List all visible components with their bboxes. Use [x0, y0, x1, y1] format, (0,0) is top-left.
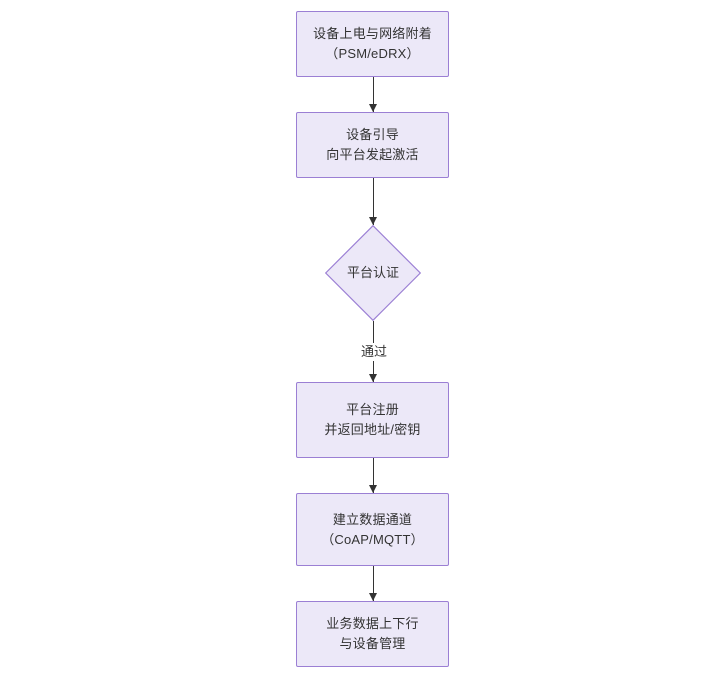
node-platform-registration[interactable]: 平台注册 并返回地址/密钥 [296, 382, 449, 458]
arrow-head-icon [369, 374, 377, 382]
node-label: 设备上电与网络附着 （PSM/eDRX） [313, 26, 432, 61]
node-data-channel[interactable]: 建立数据通道 （CoAP/MQTT） [296, 493, 449, 566]
connector-line [373, 566, 374, 601]
arrow-head-icon [369, 217, 377, 225]
edge-label-pass: 通过 [358, 343, 390, 361]
node-device-bootstrap[interactable]: 设备引导 向平台发起激活 [296, 112, 449, 178]
node-label: 平台认证 [346, 265, 399, 280]
node-business-data[interactable]: 业务数据上下行 与设备管理 [296, 601, 449, 667]
diamond-shape-icon [325, 225, 421, 321]
arrow-head-icon [369, 104, 377, 112]
node-label: 设备引导 向平台发起激活 [326, 127, 419, 162]
arrow-head-icon [369, 485, 377, 493]
node-label: 建立数据通道 （CoAP/MQTT） [321, 511, 424, 547]
connector-line [373, 458, 374, 493]
connector-line [373, 178, 374, 225]
connector-line [373, 77, 374, 112]
node-label: 平台注册 并返回地址/密钥 [324, 402, 421, 437]
node-device-power-on[interactable]: 设备上电与网络附着 （PSM/eDRX） [296, 11, 449, 77]
node-platform-auth-decision[interactable]: 平台认证 [325, 225, 421, 321]
node-label: 业务数据上下行 与设备管理 [326, 616, 419, 651]
arrow-head-icon [369, 593, 377, 601]
